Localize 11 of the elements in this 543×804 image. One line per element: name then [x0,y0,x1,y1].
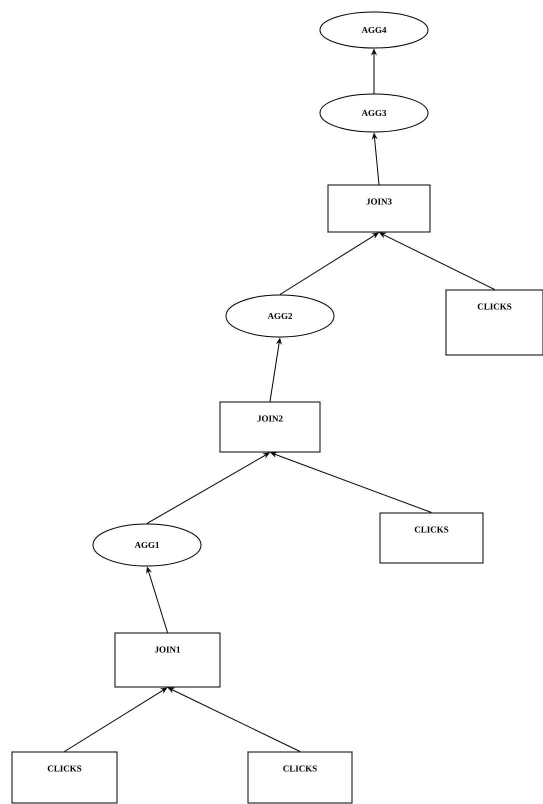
process-box: CLICKS [12,752,118,804]
ellipse-node: AGG4 [320,12,428,48]
ellipse-node: AGG3 [320,94,428,132]
process-box: CLICKS [446,290,543,356]
process-box: JOIN1 [114,632,220,688]
ellipse-node: AGG1 [92,524,202,566]
process-box: JOIN2 [220,402,320,452]
ellipse-node: AGG2 [226,294,334,338]
process-box: CLICKS [248,752,352,804]
process-box: CLICKS [380,512,484,564]
process-box: JOIN3 [328,184,430,232]
